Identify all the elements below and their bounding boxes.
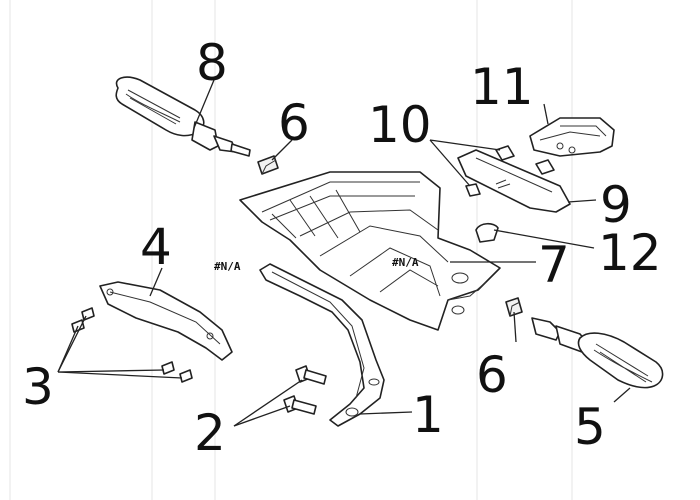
callout-1: 1: [412, 386, 444, 444]
side-bracket: [99, 281, 233, 361]
rear-fender-housing: [239, 171, 501, 331]
callout-12: 12: [598, 224, 662, 282]
grommet-upper: [257, 155, 279, 175]
callout-9: 9: [600, 176, 632, 234]
license-plate-light: [529, 117, 615, 157]
turn-signal-right: [531, 317, 664, 389]
bolts: [283, 365, 327, 415]
lens-cover: [457, 149, 571, 213]
callout-10: 10: [368, 96, 432, 154]
turn-signal-left: [115, 76, 251, 157]
leader-lines: [57, 79, 631, 427]
callout-11: 11: [470, 58, 534, 116]
callout-7: 7: [538, 236, 570, 294]
na-label-left: #N/A: [214, 260, 241, 273]
bulb: [475, 222, 499, 243]
nuts: [465, 145, 555, 197]
na-label-right: #N/A: [392, 256, 419, 269]
callout-3: 3: [22, 358, 54, 416]
license-plate-bracket: [259, 263, 385, 427]
callout-4: 4: [140, 218, 172, 276]
callout-numbers: 8 6 10 11 9 12 7 6 5 1 2 3 4: [22, 34, 662, 462]
callout-6-upper: 6: [278, 94, 310, 152]
callout-6-lower: 6: [476, 346, 508, 404]
callout-2: 2: [194, 404, 226, 462]
guide-lines: [9, 0, 573, 500]
grommet-lower: [505, 297, 523, 317]
na-notes: #N/A #N/A: [214, 256, 419, 273]
callout-5: 5: [574, 398, 606, 456]
callout-8: 8: [196, 34, 228, 92]
